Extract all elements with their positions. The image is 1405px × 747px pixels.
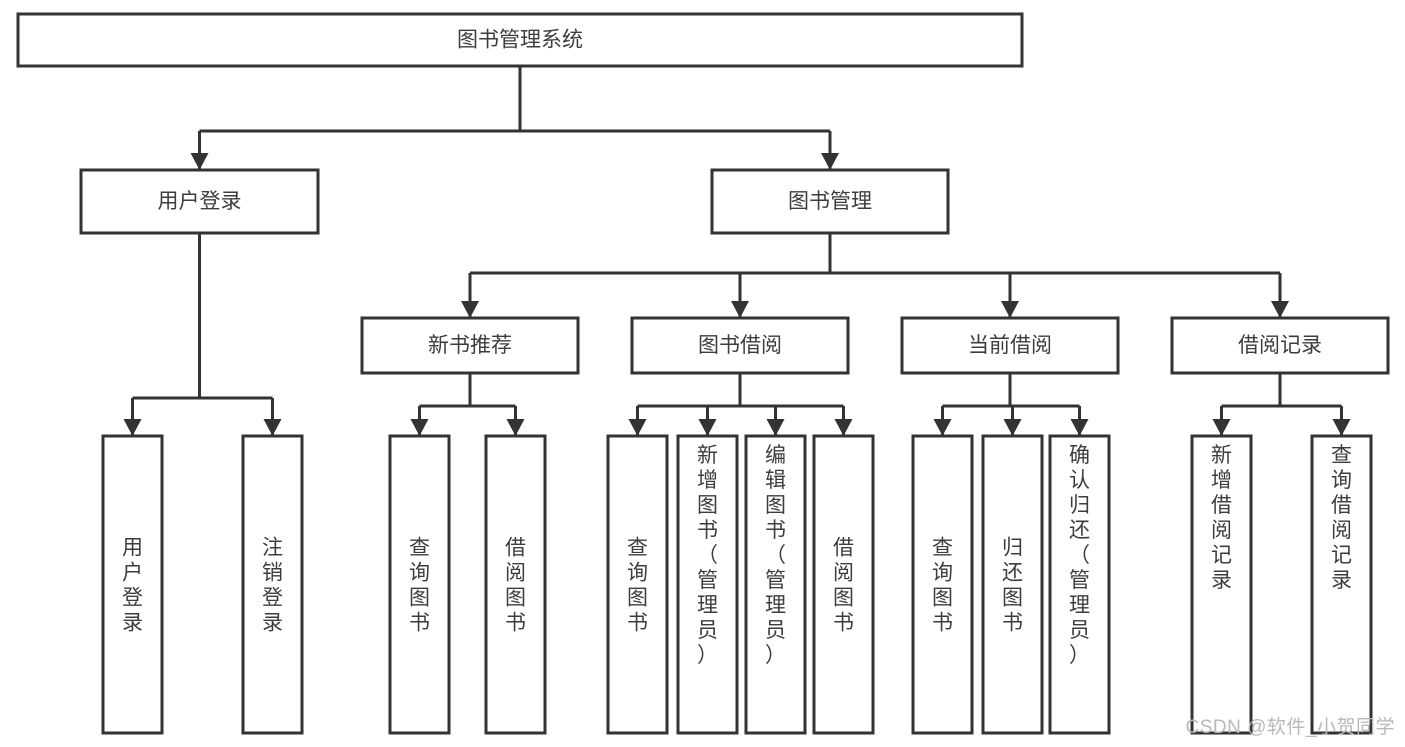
node-label: 新书推荐 <box>428 334 512 357</box>
node-box <box>388 434 451 735</box>
node-box <box>900 316 1120 375</box>
node-leaf-confirm-return[interactable]: 确认归还（管理员） <box>1048 434 1111 735</box>
node-label: 图书管理系统 <box>457 29 583 52</box>
node-box <box>981 434 1044 735</box>
node-borrow-record[interactable]: 借阅记录 <box>1170 316 1390 375</box>
node-user-login[interactable]: 用户登录 <box>79 168 320 235</box>
node-leaf-query-book-borrow[interactable]: 查询图书 <box>606 434 669 735</box>
node-box <box>744 434 807 735</box>
node-leaf-add-borrow-record[interactable]: 新增借阅记录 <box>1190 434 1253 735</box>
node-box <box>1310 434 1373 735</box>
node-label: 用户登录 <box>158 190 242 213</box>
node-label: 借阅记录 <box>1238 334 1322 357</box>
arrow-head-icon <box>1003 419 1022 436</box>
node-box <box>16 12 1024 68</box>
node-box <box>911 434 974 735</box>
arrow-head-icon <box>410 419 429 436</box>
edges-layer <box>123 66 1351 436</box>
node-leaf-edit-book[interactable]: 编辑图书（管理员） <box>744 434 807 735</box>
node-label: 新增图书（管理员） <box>697 444 718 667</box>
node-leaf-logout[interactable]: 注销登录 <box>241 434 304 735</box>
node-box <box>1190 434 1253 735</box>
edge-group-book-management <box>461 233 1289 318</box>
arrow-head-icon <box>461 301 479 318</box>
node-label: 确认归还（管理员） <box>1069 444 1090 667</box>
arrow-head-icon <box>1212 419 1231 436</box>
arrow-head-icon <box>821 153 839 170</box>
arrow-head-icon <box>1070 419 1089 436</box>
node-leaf-query-book-recommend[interactable]: 查询图书 <box>388 434 451 735</box>
node-label: 图书借阅 <box>698 334 782 357</box>
node-label: 借阅图书 <box>505 537 526 635</box>
node-leaf-add-book[interactable]: 新增图书（管理员） <box>676 434 739 735</box>
node-label: 查询图书 <box>627 537 648 635</box>
edge-group-user-login <box>123 233 282 436</box>
node-new-book-recommend[interactable]: 新书推荐 <box>360 316 580 375</box>
node-label: 查询借阅记录 <box>1331 444 1352 592</box>
arrow-head-icon <box>190 153 209 170</box>
node-book-borrow[interactable]: 图书借阅 <box>630 316 850 375</box>
node-leaf-query-borrow-record[interactable]: 查询借阅记录 <box>1310 434 1373 735</box>
arrow-head-icon <box>628 419 647 436</box>
edge-group-current-borrow <box>933 373 1089 436</box>
edge-group-root <box>190 66 839 170</box>
node-box <box>1048 434 1111 735</box>
node-label: 借阅图书 <box>833 537 854 635</box>
node-box <box>676 434 739 735</box>
arrow-head-icon <box>1001 301 1019 318</box>
node-leaf-return-book[interactable]: 归还图书 <box>981 434 1044 735</box>
arrow-head-icon <box>698 419 717 436</box>
arrow-head-icon <box>506 419 525 436</box>
node-current-borrow[interactable]: 当前借阅 <box>900 316 1120 375</box>
node-label: 新增借阅记录 <box>1211 444 1232 592</box>
node-box <box>1170 316 1390 375</box>
node-leaf-query-book-current[interactable]: 查询图书 <box>911 434 974 735</box>
nodes-layer: 图书管理系统用户登录图书管理新书推荐图书借阅当前借阅借阅记录用户登录注销登录查询… <box>16 12 1390 735</box>
arrow-head-icon <box>766 419 785 436</box>
node-label: 归还图书 <box>1002 537 1023 635</box>
node-leaf-borrow-book[interactable]: 借阅图书 <box>812 434 875 735</box>
node-label: 查询图书 <box>932 537 953 635</box>
node-label: 编辑图书（管理员） <box>765 444 786 667</box>
node-book-management[interactable]: 图书管理 <box>710 168 950 235</box>
node-label: 当前借阅 <box>968 334 1052 357</box>
node-box <box>101 434 164 735</box>
edge-group-borrow-record <box>1212 373 1351 436</box>
node-label: 查询图书 <box>409 537 430 635</box>
edge-group-book-borrow <box>628 373 853 436</box>
node-label: 图书管理 <box>788 190 872 213</box>
node-box <box>79 168 320 235</box>
node-box <box>484 434 547 735</box>
edge-group-new-book-recommend <box>410 373 525 436</box>
arrow-head-icon <box>123 419 142 436</box>
node-box <box>241 434 304 735</box>
node-leaf-user-login[interactable]: 用户登录 <box>101 434 164 735</box>
csdn-watermark: CSDN @软件_小贺同学 <box>1185 717 1395 738</box>
node-leaf-borrow-book-recommend[interactable]: 借阅图书 <box>484 434 547 735</box>
arrow-head-icon <box>1332 419 1351 436</box>
node-box <box>710 168 950 235</box>
node-label: 用户登录 <box>122 537 143 635</box>
arrow-head-icon <box>731 301 749 318</box>
node-label: 注销登录 <box>262 537 283 635</box>
node-box <box>360 316 580 375</box>
node-box <box>812 434 875 735</box>
arrow-head-icon <box>1271 301 1289 318</box>
arrow-head-icon <box>933 419 952 436</box>
node-box <box>630 316 850 375</box>
arrow-head-icon <box>263 419 282 436</box>
node-root[interactable]: 图书管理系统 <box>16 12 1024 68</box>
arrow-head-icon <box>834 419 853 436</box>
node-box <box>606 434 669 735</box>
